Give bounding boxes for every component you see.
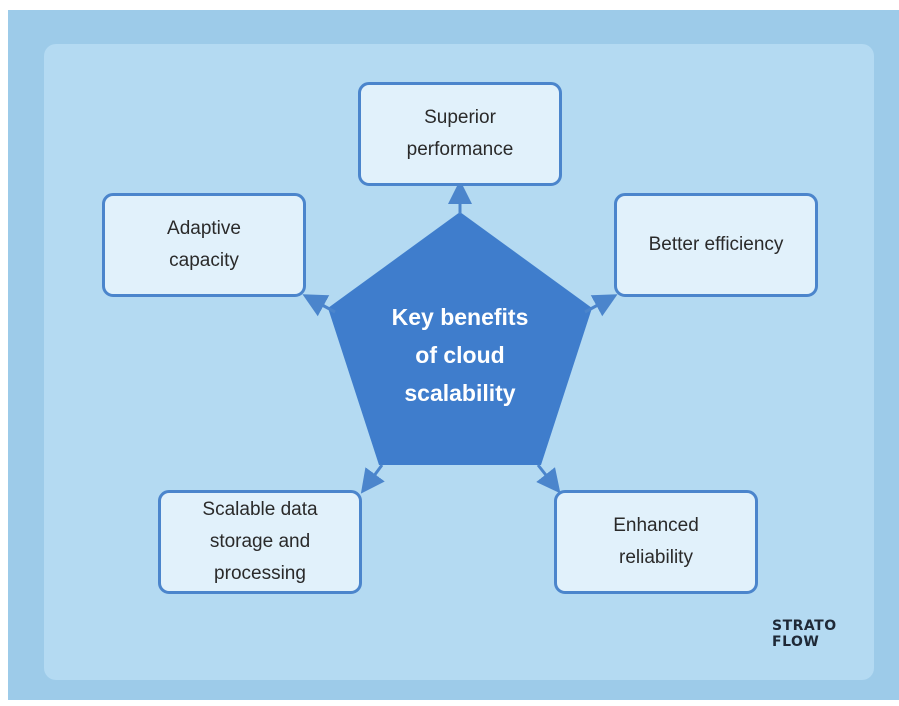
benefit-label: Scalable data storage and processing	[202, 499, 318, 584]
benefit-label: Enhanced reliability	[613, 515, 699, 568]
benefit-label: Adaptive capacity	[167, 218, 241, 271]
logo-line-2: FLOW	[772, 634, 820, 650]
arrow-to-bottom-left	[360, 464, 385, 494]
arrow-to-right	[584, 294, 618, 317]
benefit-scalable-data-storage: Scalable data storage and processing	[158, 490, 362, 594]
logo-line-1: STRATO	[772, 618, 837, 634]
center-title: Key benefits of cloud scalability	[330, 295, 590, 415]
benefit-superior-performance: Superior performance	[358, 82, 562, 186]
center-pentagon	[328, 212, 592, 465]
benefit-enhanced-reliability: Enhanced reliability	[554, 490, 758, 594]
benefit-label: Superior performance	[406, 107, 514, 160]
center-title-text: Key benefits of cloud scalability	[391, 304, 529, 406]
benefit-label: Better efficiency	[648, 234, 784, 255]
arrow-to-left	[302, 294, 336, 317]
stratoflow-logo: STRATO FLOW	[772, 618, 852, 658]
benefit-adaptive-capacity: Adaptive capacity	[102, 193, 306, 297]
benefit-better-efficiency: Better efficiency	[614, 193, 818, 297]
arrow-to-bottom-right	[536, 464, 561, 494]
